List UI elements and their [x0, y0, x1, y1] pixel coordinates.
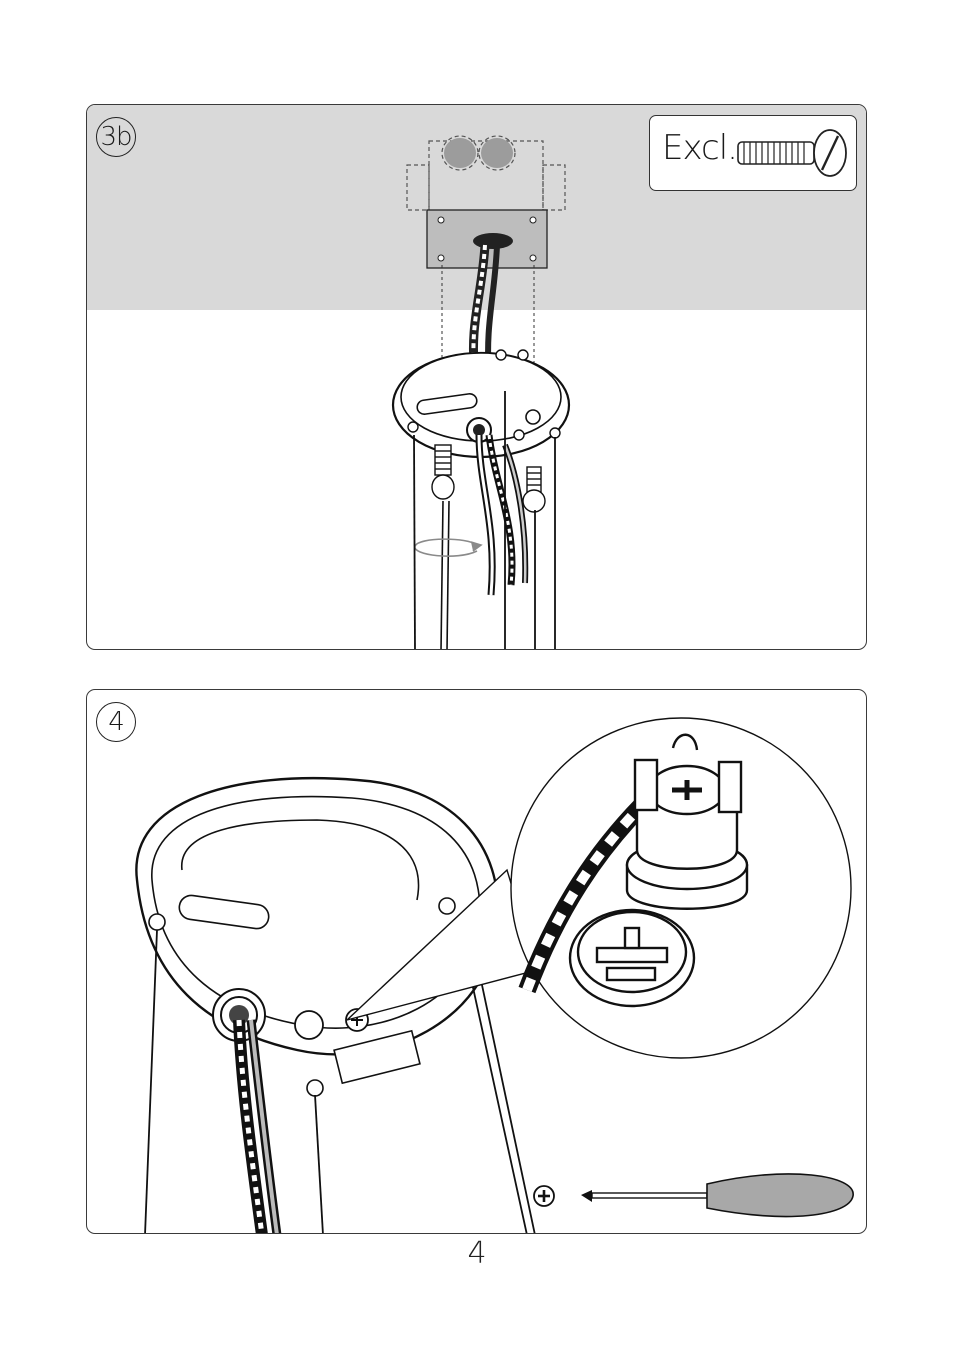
step-4-panel: 4 — [86, 689, 867, 1234]
screw-icon — [734, 124, 852, 184]
phillips-head-icon — [570, 910, 694, 1006]
excluded-label: Excl. — [662, 128, 737, 168]
excluded-parts-note: Excl. — [649, 115, 857, 191]
step-number-4: 4 — [96, 702, 136, 742]
step-4-illustration — [87, 690, 867, 1234]
screw-icon-left — [432, 445, 454, 499]
step-3b-panel: 3b — [86, 104, 867, 650]
page-number: 4 — [0, 1236, 954, 1271]
screwdriver-icon — [581, 1174, 853, 1217]
screw-icon-right — [523, 467, 545, 512]
phillips-head-icon-legend — [534, 1186, 554, 1206]
step-number-3b: 3b — [96, 117, 136, 157]
